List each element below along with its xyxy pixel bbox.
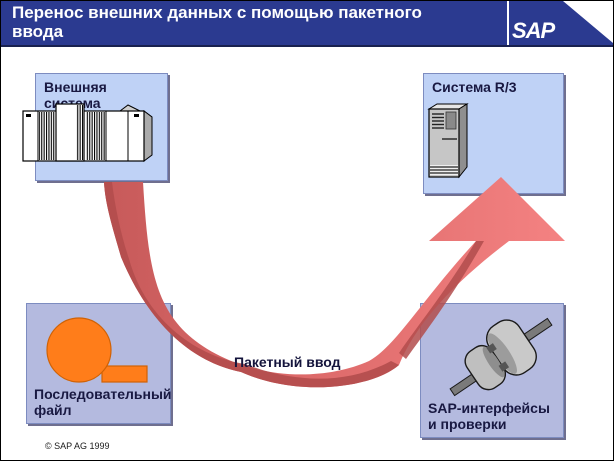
slide-title: Перенос внешних данных с помощью пакетно…	[12, 3, 480, 41]
title-bar: Перенос внешних данных с помощью пакетно…	[1, 1, 613, 47]
sequential-file-label-line2: файл	[34, 402, 72, 418]
mainframe-computers-icon	[22, 101, 154, 163]
r3-server-tower-icon	[426, 101, 470, 179]
sequential-file-tape-reel-icon	[44, 317, 148, 387]
slide-title-line1: Перенос внешних данных с помощью пакетно…	[12, 3, 422, 22]
logo-divider	[507, 1, 509, 45]
r3-system-label: Система R/3	[424, 74, 563, 95]
sequential-file-label: Последовательный файл	[27, 386, 172, 418]
batch-input-arrow-label: Пакетный ввод	[234, 354, 341, 370]
slide-title-line2: ввода	[12, 22, 64, 41]
interface-plug-connector-icon	[449, 313, 553, 401]
sap-interfaces-label: SAP-интерфейсы и проверки	[421, 400, 550, 432]
copyright-text: © SAP AG 1999	[45, 441, 110, 451]
r3-system-label-line1: Система R/3	[432, 79, 517, 95]
sequential-file-label-line1: Последовательный	[34, 386, 172, 402]
sap-interfaces-label-line1: SAP-интерфейсы	[428, 400, 550, 416]
sap-logo-diagonal	[563, 1, 613, 43]
external-system-label-line1: Внешняя	[44, 79, 107, 95]
sap-interfaces-label-line2: и проверки	[428, 416, 507, 432]
sap-logo: SAP	[512, 18, 555, 43]
